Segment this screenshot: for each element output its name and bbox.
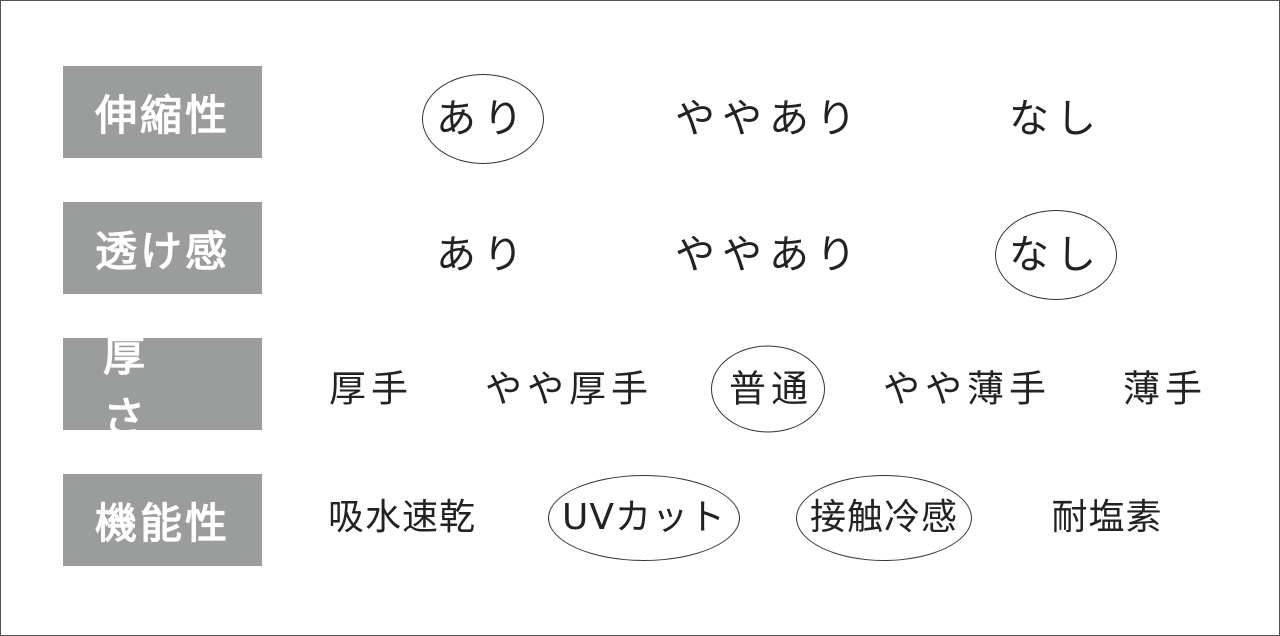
function-option-chlorine-resistant: 耐塩素 [1051, 497, 1163, 538]
thickness-option-somewhat-thin: やや薄手 [883, 367, 1051, 411]
function-option-quick-dry: 吸水速乾 [327, 497, 477, 538]
sheerness-option-yes: あり [436, 232, 530, 278]
functionality-label: 機能性 [63, 474, 262, 566]
stretch-option-none: なし [1009, 96, 1103, 142]
thickness-option-normal: 普通 [711, 345, 825, 433]
stretch-option-yes: あり [422, 74, 544, 164]
function-option-uv-cut: UVカット [548, 475, 740, 561]
stretch-option-somewhat: ややあり [675, 96, 863, 142]
thickness-label: 厚さ [63, 332, 262, 442]
sheerness-option-none: なし [995, 210, 1117, 300]
thickness-option-somewhat-thick: やや厚手 [485, 367, 653, 411]
thickness-option-thin: 薄手 [1123, 367, 1207, 411]
function-option-cool-touch: 接触冷感 [795, 475, 973, 561]
stretch-label: 伸縮性 [63, 66, 262, 158]
thickness-option-thick: 厚手 [329, 367, 413, 411]
sheerness-label: 透け感 [63, 202, 262, 294]
sheerness-option-somewhat: ややあり [675, 232, 863, 278]
